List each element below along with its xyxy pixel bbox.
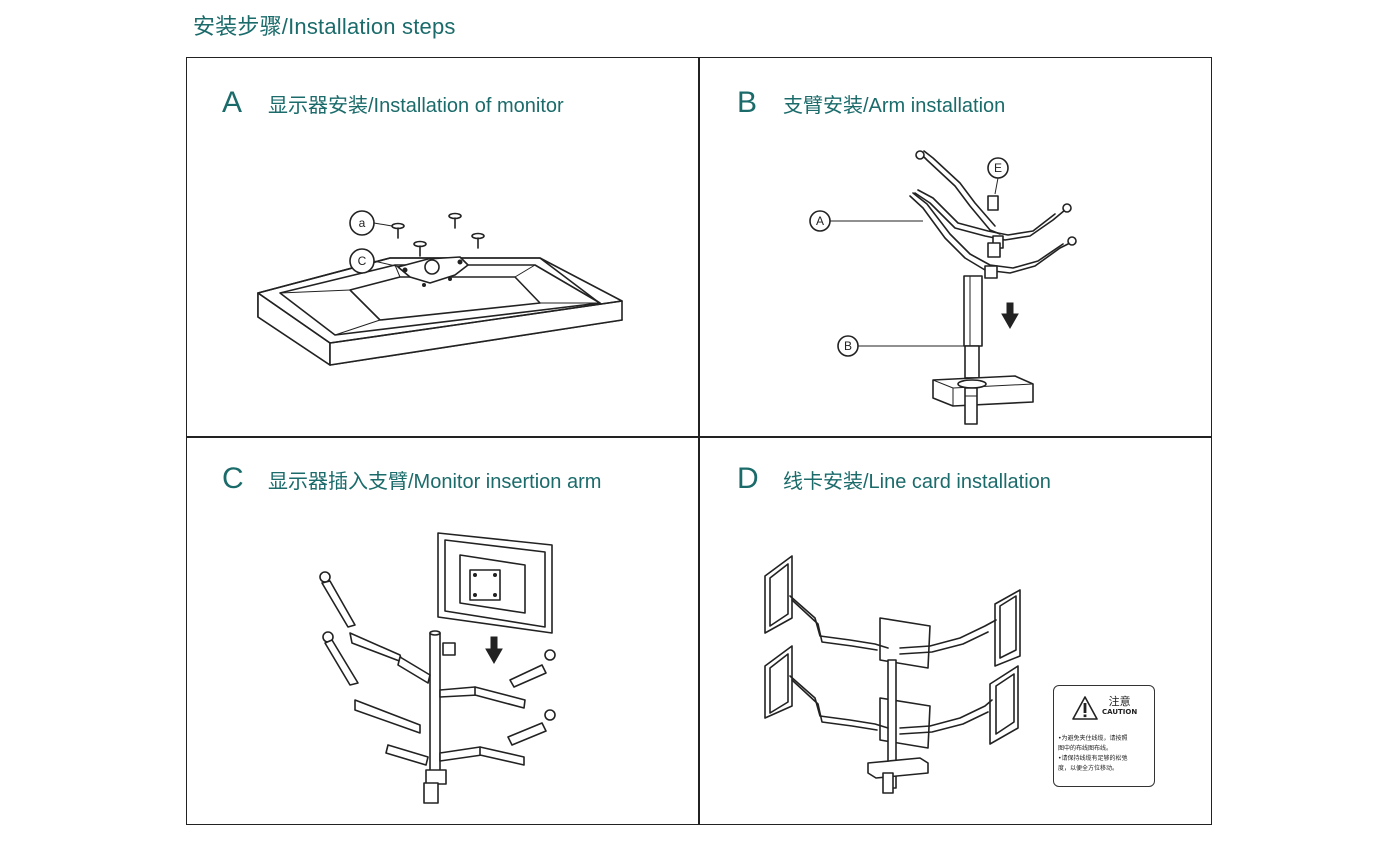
callout-a-label: a xyxy=(359,216,366,230)
caution-line: 度，以便全方位移动。 xyxy=(1058,765,1119,772)
illustration-monitor-install: a C xyxy=(257,210,623,366)
panel-b-heading: B 支臂安装/Arm installation xyxy=(737,86,1005,120)
callout-c: C xyxy=(349,248,401,274)
illustration-monitor-insertion xyxy=(319,532,556,804)
monitors xyxy=(764,555,1021,749)
panel-b-title: 支臂安装/Arm installation xyxy=(783,95,1006,117)
callout-e-label: E xyxy=(994,161,1002,175)
grid-divider-horizontal xyxy=(186,436,1212,438)
caution-note: 注意 CAUTION •为避免夹住线缆，请按照 图中的布线图布线。 •请保持线缆… xyxy=(1053,685,1155,787)
screws xyxy=(391,212,485,257)
callout-c-label: C xyxy=(358,254,367,268)
monitor-back xyxy=(437,532,553,634)
vesa-plate xyxy=(397,256,469,287)
desk-block xyxy=(932,375,1034,425)
panel-d-title: 线卡安装/Line card installation xyxy=(783,471,1051,493)
upper-arm-set xyxy=(914,150,1072,249)
pole xyxy=(423,630,447,804)
caution-text: •为避免夹住线缆，请按照 图中的布线图布线。 •请保持线缆有足够的松弛 度，以便… xyxy=(1058,734,1152,774)
grid-divider-vertical xyxy=(698,57,700,825)
caution-line: •为避免夹住线缆，请按照 xyxy=(1058,735,1128,742)
down-arrow-icon xyxy=(1001,302,1019,330)
panel-c-title: 显示器插入支臂/Monitor insertion arm xyxy=(268,471,602,493)
caution-line: 图中的布线图布线。 xyxy=(1058,745,1113,752)
caution-title-en: CAUTION xyxy=(1102,708,1138,716)
panel-b-letter: B xyxy=(737,86,758,119)
down-arrow-icon xyxy=(485,636,503,665)
caution-heading: 注意 CAUTION xyxy=(1102,695,1137,717)
left-arm-set xyxy=(319,571,431,766)
callout-a: a xyxy=(349,210,393,236)
illustration-arm-install: E A B xyxy=(809,150,1077,425)
panel-d-letter: D xyxy=(737,462,759,495)
panel-a-title: 显示器安装/Installation of monitor xyxy=(268,95,564,117)
callout-e: E xyxy=(987,157,1009,195)
caution-title-cn: 注意 xyxy=(1108,695,1131,708)
panel-d-heading: D 线卡安装/Line card installation xyxy=(737,462,1051,496)
panel-a-heading: A 显示器安装/Installation of monitor xyxy=(222,86,564,120)
pole xyxy=(963,275,983,391)
panel-c-letter: C xyxy=(222,462,244,495)
panel-c-heading: C 显示器插入支臂/Monitor insertion arm xyxy=(222,462,601,496)
warning-triangle-icon xyxy=(1072,696,1098,720)
monitor-body xyxy=(257,257,623,366)
page-title: 安装步骤/Installation steps xyxy=(193,14,456,39)
illustration-line-card xyxy=(764,555,1021,794)
arms xyxy=(789,595,997,735)
right-arm-set xyxy=(439,642,556,766)
callout-arm: A xyxy=(809,210,923,232)
pole-and-base xyxy=(867,659,929,794)
callout-arm-label: A xyxy=(816,214,824,228)
lower-arm-set xyxy=(909,192,1077,279)
caution-line: •请保持线缆有足够的松弛 xyxy=(1058,755,1128,762)
panel-a-letter: A xyxy=(222,86,243,119)
callout-b-label: B xyxy=(844,339,852,353)
callout-b: B xyxy=(837,335,965,357)
